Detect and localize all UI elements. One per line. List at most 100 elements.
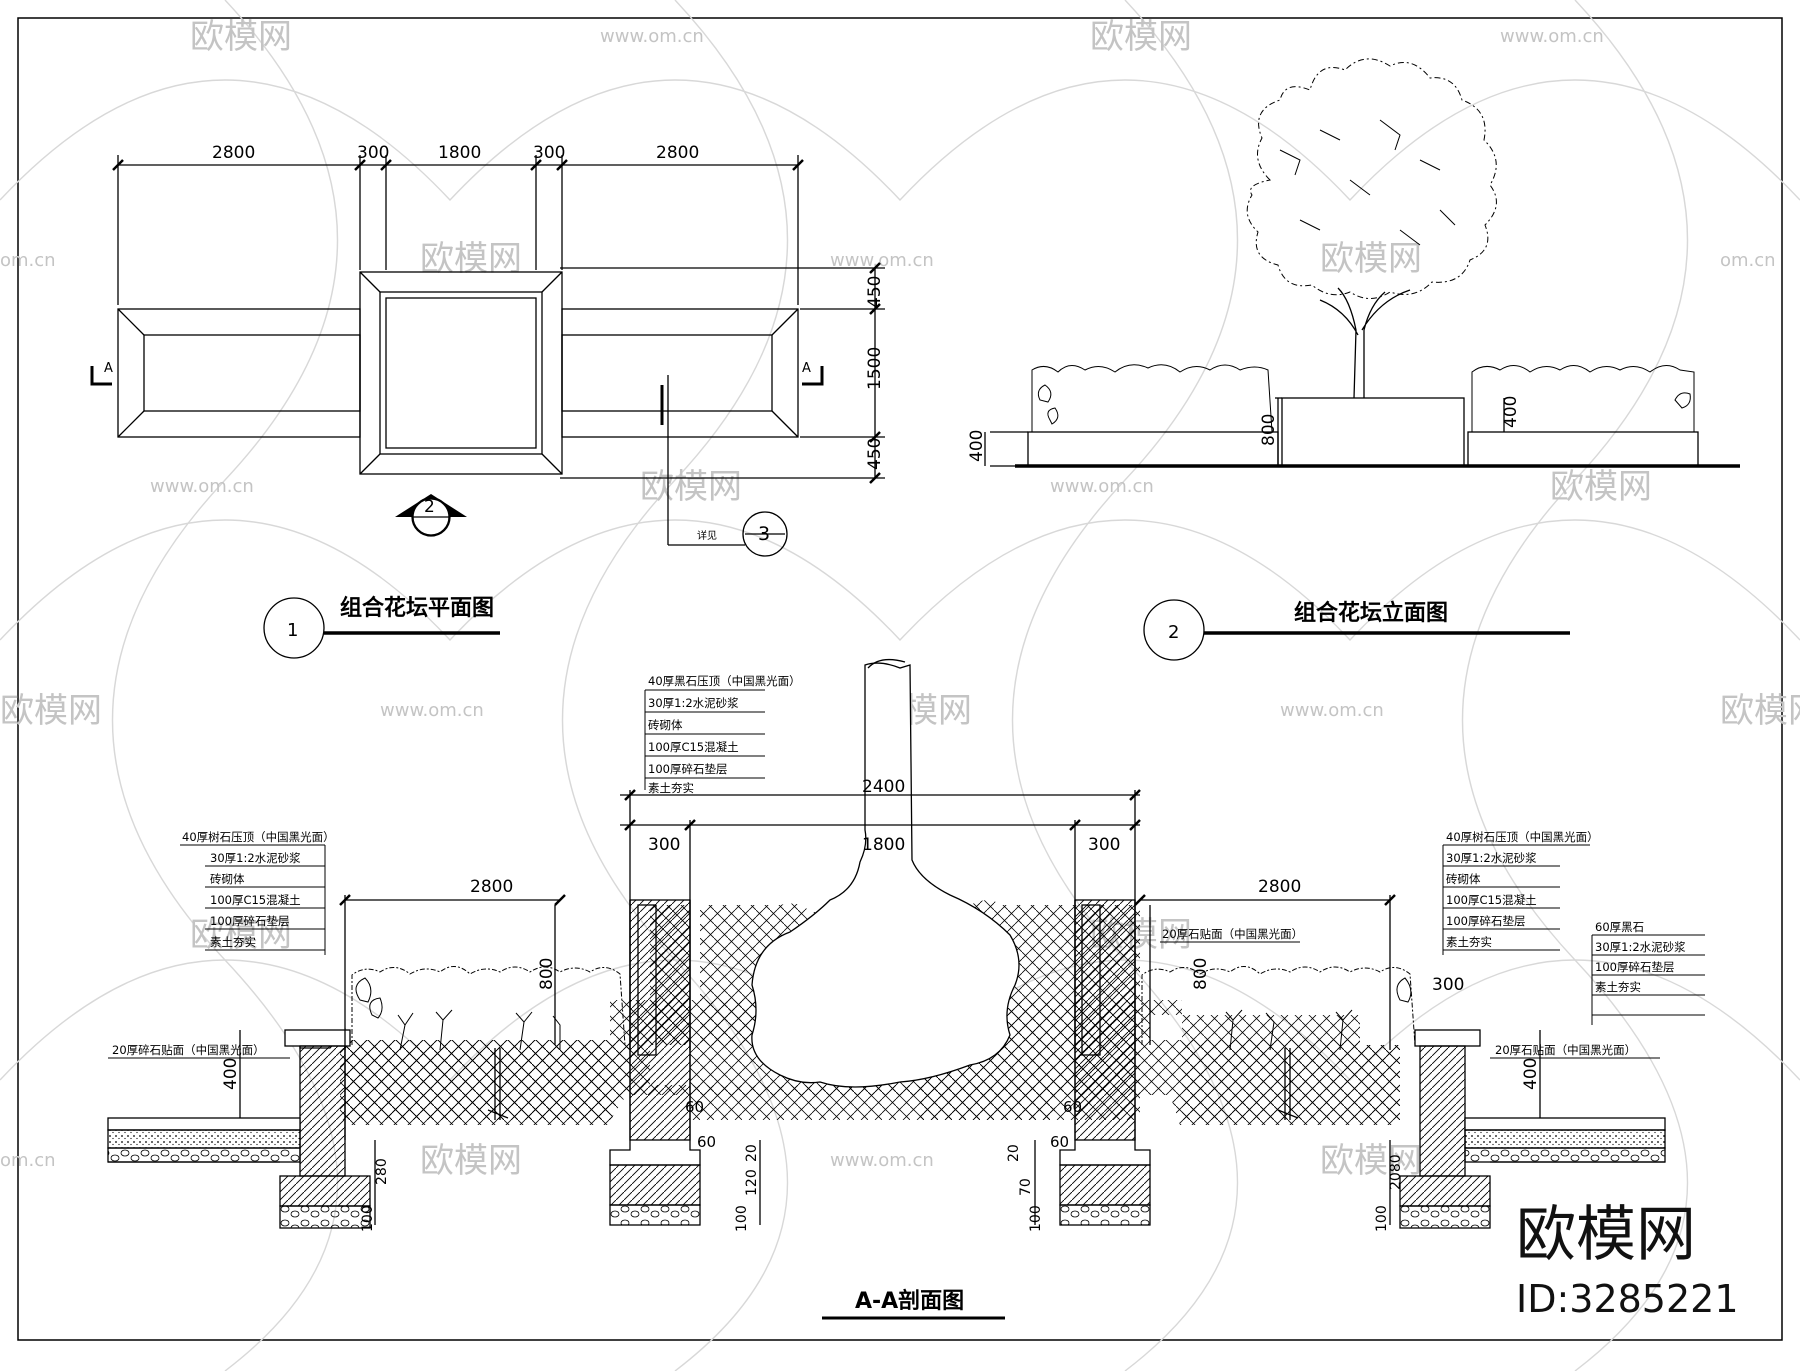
watermark-url: www.om.cn	[1280, 700, 1384, 721]
note-right-1: 30厚1:2水泥砂浆	[1446, 851, 1537, 865]
note-far-right-2: 100厚碎石垫层	[1595, 960, 1674, 974]
watermark-texts: 欧模网 www.om.cn 欧模网 www.om.cn om.cn 欧模网 ww…	[0, 17, 1800, 1181]
section-dim-300-right: 300	[1088, 835, 1120, 855]
view-marker-2: 2	[424, 497, 435, 517]
plan-view	[90, 155, 885, 659]
section-dim-280: 280	[374, 1158, 390, 1185]
watermark-url: om.cn	[1720, 250, 1776, 271]
section-dim-2800-left: 2800	[470, 877, 513, 897]
elevation-dim-400-right: 400	[1501, 396, 1521, 428]
section-dim-400-right: 400	[1521, 1058, 1541, 1090]
note-right-4: 100厚碎石垫层	[1446, 914, 1525, 928]
section-dim-800-right: 800	[1191, 958, 1211, 990]
section-mark-left: A	[104, 361, 113, 376]
plan-dim-450-bottom: 450	[865, 438, 885, 470]
note-right-3: 100厚C15混凝土	[1446, 893, 1537, 907]
plan-dim-1500: 1500	[865, 347, 885, 390]
watermark-url: www.om.cn	[1500, 26, 1604, 47]
section-dim-60: 60	[1050, 1133, 1069, 1151]
note-left-4: 100厚碎石垫层	[210, 914, 289, 928]
note-center-3: 100厚C15混凝土	[648, 740, 739, 754]
section-dim-400-left: 400	[221, 1058, 241, 1090]
watermark-url: om.cn	[0, 250, 56, 271]
note-center-4: 100厚碎石垫层	[648, 762, 727, 776]
view-marker-3: 3	[758, 523, 770, 545]
brand-name: 欧模网	[1516, 1200, 1696, 1270]
plan-dim-300-right: 300	[533, 143, 565, 163]
note-far-right-0: 60厚黑石	[1595, 920, 1644, 934]
note-center-1: 30厚1:2水泥砂浆	[648, 696, 739, 710]
note-left-1: 30厚1:2水泥砂浆	[210, 851, 301, 865]
note-paving-far-right: 20厚石贴面（中国黑光面）	[1495, 1043, 1636, 1057]
section-dim-2800-right: 2800	[1258, 877, 1301, 897]
section-dim-100: 100	[1028, 1205, 1044, 1232]
watermark-brand: 欧模网	[190, 915, 292, 955]
plan-leader-text: 详见	[697, 529, 717, 542]
plan-number: 1	[287, 620, 298, 641]
section-view	[107, 658, 1705, 1320]
section-dim-1800: 1800	[862, 835, 905, 855]
watermark-brand: 欧模网	[640, 467, 742, 507]
watermark-url: www.om.cn	[830, 1150, 934, 1171]
section-dim-60: 60	[697, 1133, 716, 1151]
section-dim-70: 70	[1018, 1178, 1034, 1196]
elevation-dim-800: 800	[1259, 414, 1279, 446]
watermark-brand: 欧模网	[1090, 17, 1192, 57]
note-left-2: 砖砌体	[210, 872, 245, 886]
watermark-url: www.om.cn	[380, 700, 484, 721]
note-left-5: 素土夯实	[210, 935, 256, 949]
drawing-frame	[17, 17, 1783, 1341]
section-dim-60: 60	[1063, 1098, 1082, 1116]
section-dim-100: 100	[734, 1205, 750, 1232]
section-dim-20: 20	[1006, 1144, 1022, 1162]
note-left-0: 40厚树石压顶（中国黑光面）	[182, 830, 335, 844]
note-center-0: 40厚黑石压顶（中国黑光面）	[648, 674, 801, 688]
section-dim-300-edge: 300	[1432, 975, 1464, 995]
section-dim-100: 100	[1374, 1205, 1390, 1232]
section-dim-800-left: 800	[537, 958, 557, 990]
note-center-2: 砖砌体	[648, 718, 683, 732]
plan-dim-450-top: 450	[865, 276, 885, 308]
plan-title: 组合花坛平面图	[340, 595, 494, 621]
note-center-5: 素土夯实	[648, 781, 694, 795]
section-dim-100: 100	[360, 1205, 376, 1232]
plan-dim-1800: 1800	[438, 143, 481, 163]
section-mark-right: A	[802, 361, 811, 376]
section-dim-300-left: 300	[648, 835, 680, 855]
note-right-0: 40厚树石压顶（中国黑光面）	[1446, 830, 1599, 844]
elevation-title: 组合花坛立面图	[1294, 600, 1448, 626]
section-dim-60: 60	[685, 1098, 704, 1116]
section-dim-120: 120	[744, 1169, 760, 1196]
section-title: A-A剖面图	[855, 1288, 964, 1314]
brand-id: ID:3285221	[1516, 1277, 1739, 1321]
section-dim-2400: 2400	[862, 777, 905, 797]
watermark-brand: 欧模网	[420, 239, 522, 279]
watermark-brand: 欧模网	[1720, 691, 1800, 731]
note-left-3: 100厚C15混凝土	[210, 893, 301, 907]
elevation-dim-400-left: 400	[967, 430, 987, 462]
section-dim-2080: 2080	[1388, 1154, 1404, 1190]
plan-dim-2800-left: 2800	[212, 143, 255, 163]
section-dim-20: 20	[744, 1144, 760, 1162]
watermark-brand: 欧模网	[0, 691, 102, 731]
watermark-url: www.om.cn	[150, 476, 254, 497]
plan-dim-300-left: 300	[357, 143, 389, 163]
note-right-5: 素土夯实	[1446, 935, 1492, 949]
watermark-url: www.om.cn	[1050, 476, 1154, 497]
watermark-brand: 欧模网	[1320, 239, 1422, 279]
note-far-right-1: 30厚1:2水泥砂浆	[1595, 940, 1686, 954]
watermark-brand: 欧模网	[420, 1141, 522, 1181]
note-right-2: 砖砌体	[1446, 872, 1481, 886]
watermark-brand: 欧模网	[1550, 467, 1652, 507]
note-far-right-3: 素土夯实	[1595, 980, 1641, 994]
watermark-url: om.cn	[0, 1150, 56, 1171]
watermark-url: www.om.cn	[600, 26, 704, 47]
plan-dim-2800-right: 2800	[656, 143, 699, 163]
note-paving-right: 20厚石贴面（中国黑光面）	[1162, 927, 1303, 941]
watermark-brand: 欧模网	[1320, 1141, 1422, 1181]
watermark-brand: 欧模网	[190, 17, 292, 57]
elevation-number: 2	[1168, 622, 1179, 643]
watermark-url: www.om.cn	[830, 250, 934, 271]
elevation-view	[984, 58, 1740, 661]
